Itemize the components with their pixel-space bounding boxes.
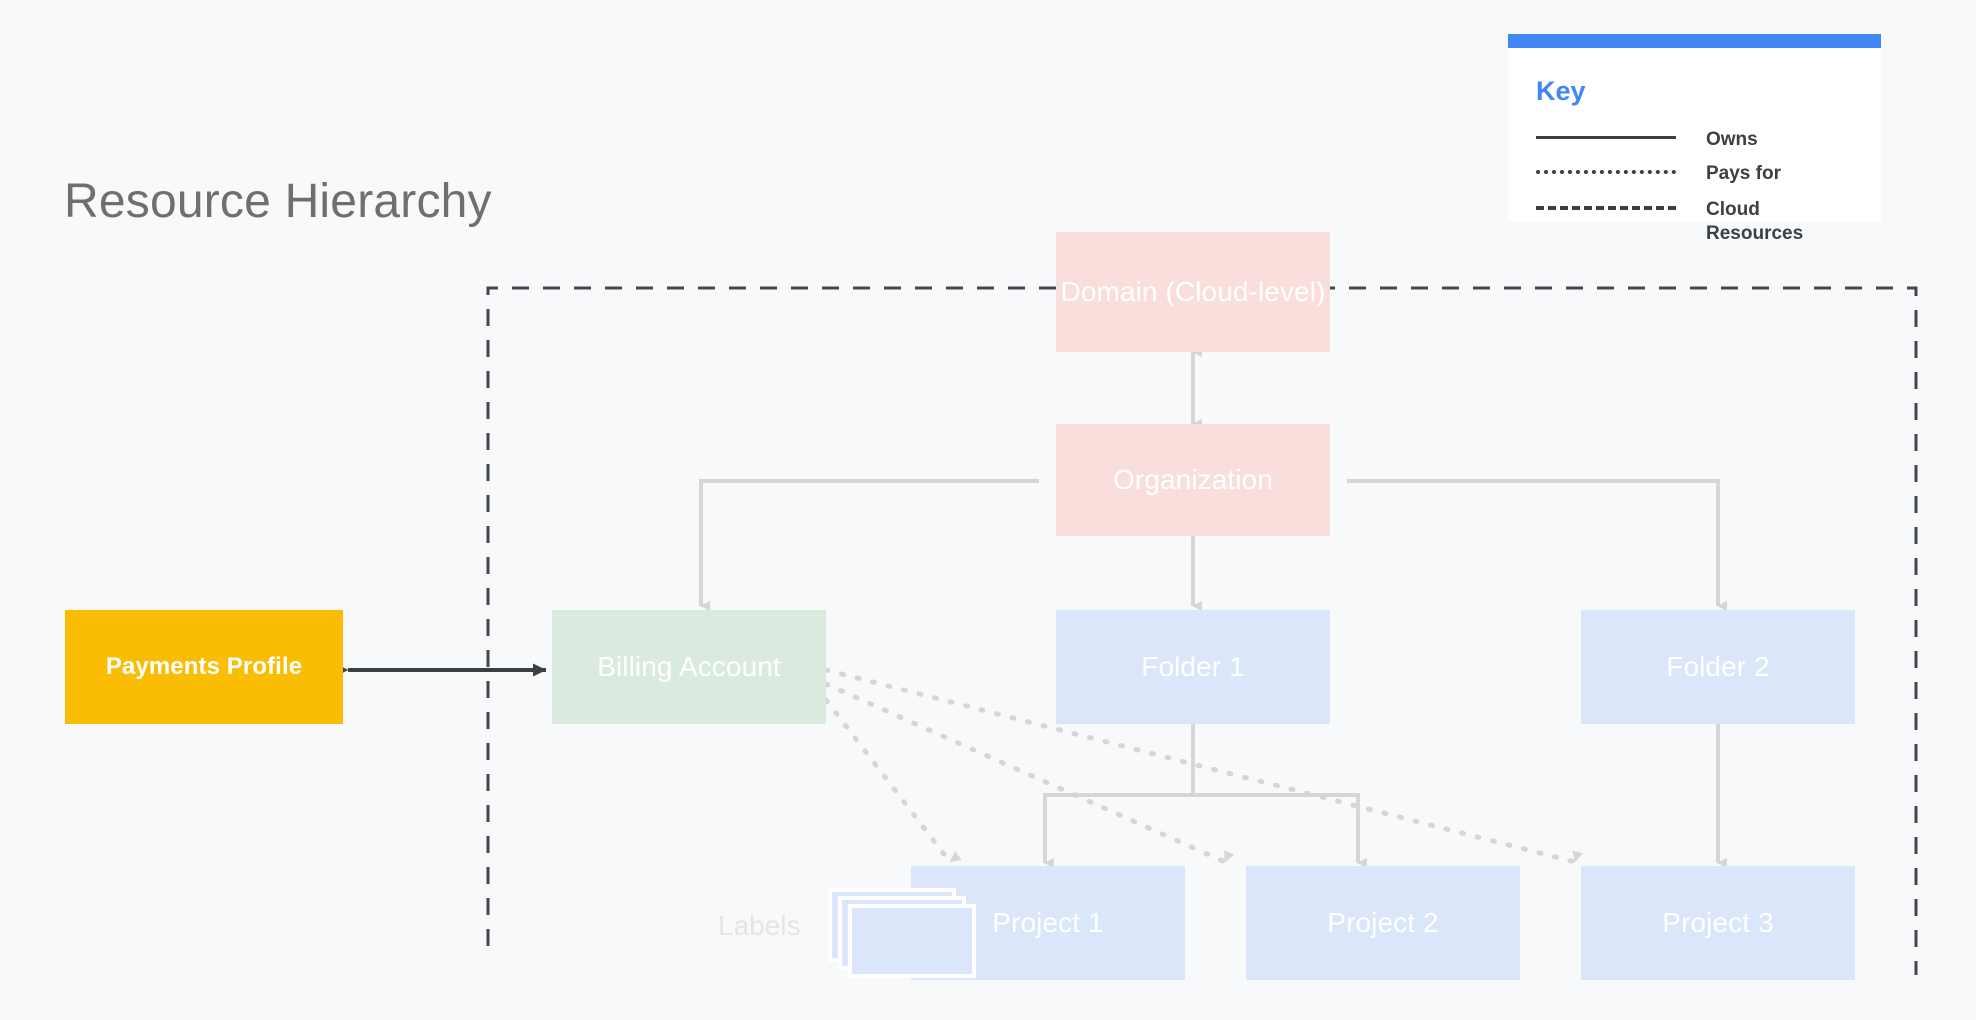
node-project-2-label: Project 2 [1327,907,1439,938]
node-domain-label: Domain (Cloud-level) [1060,276,1326,307]
dotted-line-icon [1536,162,1676,180]
node-organization[interactable]: Organization [1056,424,1330,536]
node-project-1-label: Project 1 [992,907,1104,938]
node-payments-profile-label: Payments Profile [105,653,303,680]
edge-folder1-project2 [1193,793,1367,869]
edge-folder1-project1 [1043,793,1193,869]
edge-org-folder2 [1347,479,1727,612]
key-accent-bar [1508,34,1881,48]
key-row-cloud-resources: Cloud Resources [1536,198,1826,246]
edge-billing-project1 [823,697,962,865]
node-organization-label: Organization [1113,464,1273,495]
solid-line-icon [1536,128,1676,146]
key-title: Key [1536,76,1586,106]
key-label-pays-for: Pays for [1706,163,1781,184]
key-legend: Key Owns Pays for Cloud Resources [1508,34,1881,244]
node-folder-2[interactable]: Folder 2 [1581,610,1855,724]
node-folder-1-label: Folder 1 [1141,651,1245,682]
key-row-pays-for: Pays for [1536,162,1826,186]
node-billing-account[interactable]: Billing Account [552,610,826,724]
labels-caption: Labels [718,910,801,941]
key-label-owns: Owns [1706,129,1758,150]
page-title: Resource Hierarchy [64,175,492,228]
node-billing-account-label: Billing Account [597,651,781,682]
node-payments-profile[interactable]: Payments Profile [65,610,343,724]
key-row-owns: Owns [1536,128,1826,152]
node-project-3-label: Project 3 [1662,907,1774,938]
node-project-2[interactable]: Project 2 [1246,866,1520,980]
node-project-3[interactable]: Project 3 [1581,866,1855,980]
edge-org-billing [699,479,1039,612]
label-card-front[interactable] [848,904,976,978]
node-folder-1[interactable]: Folder 1 [1056,610,1330,724]
dashed-line-icon [1536,198,1676,216]
node-domain[interactable]: Domain (Cloud-level) [1056,232,1330,352]
key-label-cloud-resources: Cloud Resources [1706,199,1804,244]
node-folder-2-label: Folder 2 [1666,651,1770,682]
